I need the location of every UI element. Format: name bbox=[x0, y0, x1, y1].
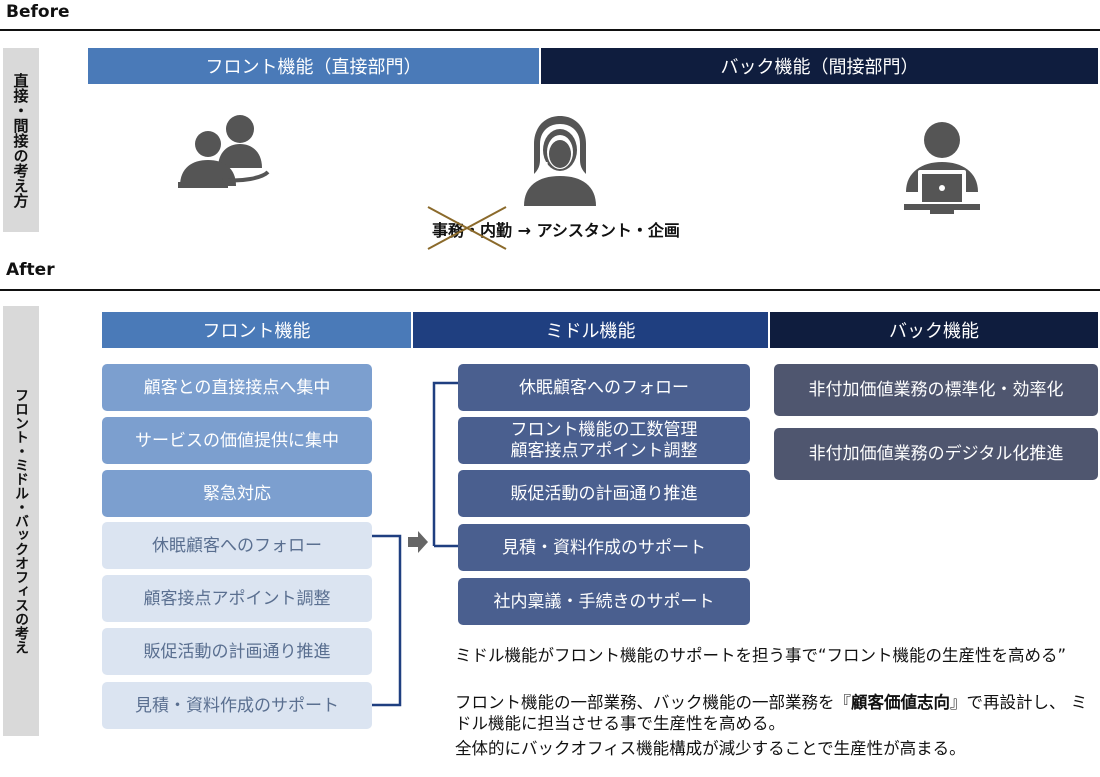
note-line-3: 全体的にバックオフィス機能構成が減少することで生産性が高まる。 bbox=[455, 739, 966, 758]
front-moved-item: 休眠顧客へのフォロー bbox=[102, 522, 372, 569]
before-divider bbox=[0, 29, 1100, 31]
before-front-header: フロント機能（直接部門） bbox=[88, 48, 539, 84]
transfer-connector bbox=[372, 381, 462, 707]
role-transition: 事務・内勤 → アシスタント・企画 bbox=[427, 206, 680, 250]
front-item: 緊急対応 bbox=[102, 470, 372, 517]
after-back-header: バック機能 bbox=[770, 312, 1098, 348]
front-item: 顧客との直接接点へ集中 bbox=[102, 364, 372, 411]
front-moved-item: 見積・資料作成のサポート bbox=[102, 682, 372, 729]
before-side-label: 直接・間接の考え方 bbox=[3, 48, 39, 232]
after-divider bbox=[0, 289, 1100, 291]
meeting-people-icon bbox=[178, 115, 270, 188]
middle-item: 社内稟議・手続きのサポート bbox=[458, 578, 750, 625]
note-line-1: ミドル機能がフロント機能のサポートを担う事で“フロント機能の生産性を高める” bbox=[455, 646, 1067, 665]
transition-label: → アシスタント・企画 bbox=[517, 221, 680, 240]
before-title: Before bbox=[6, 2, 70, 22]
middle-item: 休眠顧客へのフォロー bbox=[458, 364, 750, 411]
middle-item: フロント機能の工数管理 顧客接点アポイント調整 bbox=[458, 417, 750, 464]
before-back-header: バック機能（間接部門） bbox=[541, 48, 1098, 84]
note-line-2: フロント機能の一部業務、バック機能の一部業務を『顧客価値志向』で再設計し、 ミド… bbox=[455, 692, 1095, 734]
note-line-2-post: 』で再設計し、 ミドル機能に担当させる事で生産性を高める。 bbox=[455, 693, 1088, 733]
back-item: 非付加価値業務の標準化・効率化 bbox=[774, 364, 1098, 416]
note-line-2-pre: フロント機能の一部業務、バック機能の一部業務を『 bbox=[455, 693, 851, 712]
note-emphasis: 顧客価値志向 bbox=[851, 693, 950, 712]
back-item: 非付加価値業務のデジタル化推進 bbox=[774, 428, 1098, 480]
after-side-label: フロント・ミドル・バックオフィスの考え bbox=[3, 306, 39, 736]
middle-item: 見積・資料作成のサポート bbox=[458, 524, 750, 571]
front-moved-item: 販促活動の計画通り推進 bbox=[102, 628, 372, 675]
after-title: After bbox=[6, 260, 55, 280]
cross-out-mark bbox=[427, 206, 507, 250]
after-front-header: フロント機能 bbox=[102, 312, 411, 348]
headset-operator-icon bbox=[524, 116, 596, 206]
front-item: サービスの価値提供に集中 bbox=[102, 417, 372, 464]
laptop-worker-icon bbox=[904, 122, 980, 214]
after-middle-header: ミドル機能 bbox=[413, 312, 768, 348]
middle-item: 販促活動の計画通り推進 bbox=[458, 470, 750, 517]
front-moved-item: 顧客接点アポイント調整 bbox=[102, 575, 372, 622]
struck-role-text: 事務・内勤 bbox=[427, 206, 512, 250]
